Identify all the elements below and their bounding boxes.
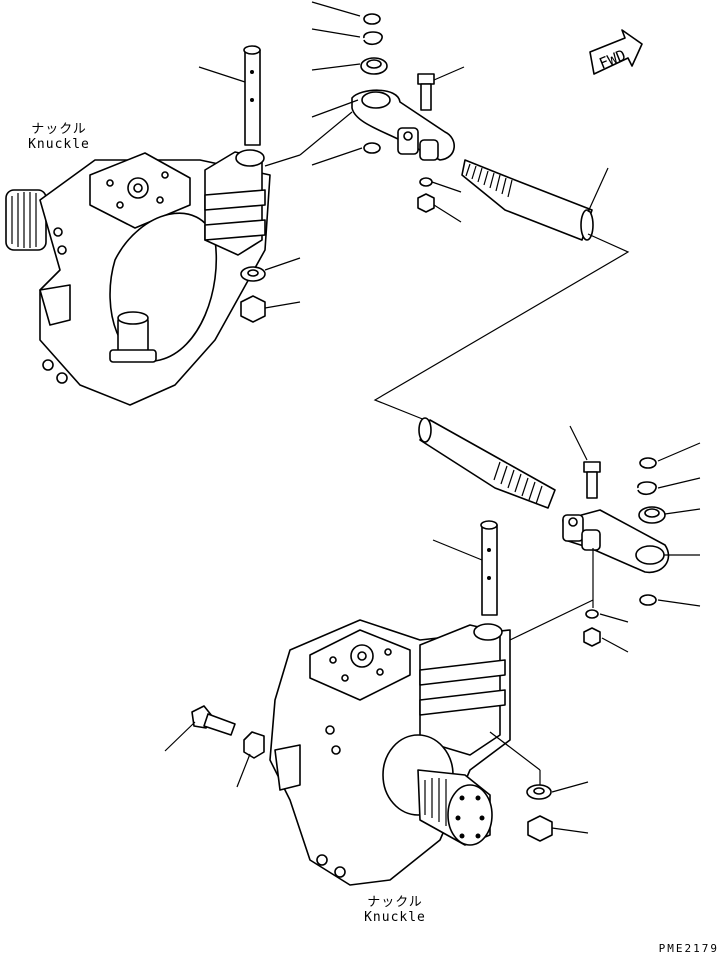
- drawing-code: PME2179: [658, 942, 719, 955]
- upper-washer-nut: [240, 266, 266, 323]
- lower-washer-nut: [526, 784, 553, 842]
- upper-bolt: [417, 73, 435, 111]
- knuckle-label-bottom-jp: ナックル: [367, 895, 423, 910]
- knuckle-label-top: ナックル Knuckle: [14, 122, 104, 152]
- upper-rings: [360, 13, 435, 213]
- side-bolt: [191, 705, 236, 736]
- knuckle-label-top-jp: ナックル: [31, 122, 87, 137]
- tie-rod-link-line: [373, 233, 630, 421]
- upper-lever: [351, 89, 455, 161]
- lower-pin: [480, 520, 498, 616]
- upper-tie-rod-end: [461, 159, 594, 241]
- side-nut: [243, 731, 265, 759]
- knuckle-label-top-en: Knuckle: [28, 137, 90, 152]
- leader-lines: [164, 1, 701, 834]
- lower-knuckle: [269, 619, 511, 886]
- knuckle-label-bottom-en: Knuckle: [364, 910, 426, 925]
- upper-pin: [243, 45, 261, 146]
- lower-tie-rod-end: [418, 417, 556, 509]
- lower-rings: [583, 457, 666, 647]
- upper-knuckle: [5, 149, 271, 406]
- knuckle-label-bottom: ナックル Knuckle: [350, 895, 440, 925]
- lower-bolt: [583, 461, 601, 499]
- fwd-arrow-icon: FWD: [589, 29, 643, 75]
- lower-lever: [562, 509, 670, 574]
